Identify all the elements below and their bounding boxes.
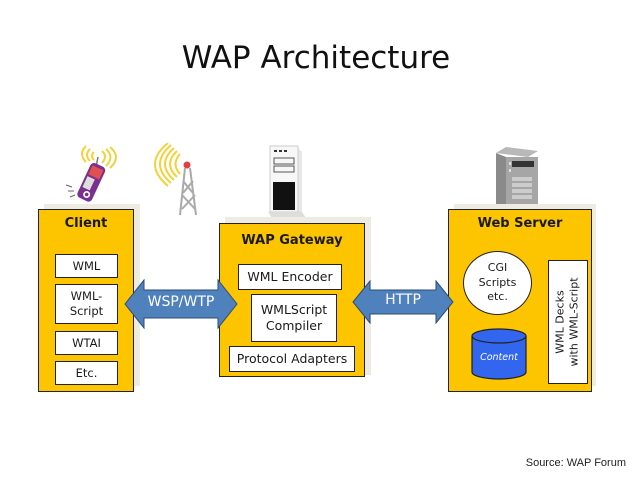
wmlscript-compiler-box: WMLScript Compiler <box>251 294 337 342</box>
protocol-adapters-box: Protocol Adapters <box>229 346 355 372</box>
gateway-title: WAP Gateway <box>241 233 343 248</box>
client-panel: Client WML WML- Script WTAI Etc. <box>38 209 134 392</box>
compiler-line-1: WMLScript <box>260 301 328 317</box>
decks-line-2: with WML-Script <box>568 277 581 367</box>
content-database-icon <box>471 328 527 380</box>
cgi-scripts-circle: CGI Scripts etc. <box>463 251 532 315</box>
compiler-line-2: Compiler <box>265 318 323 333</box>
gateway-server-icon <box>268 145 306 218</box>
wml-encoder-box: WML Encoder <box>238 264 342 290</box>
client-item-wml: WML <box>55 254 118 278</box>
http-label: HTTP <box>385 292 421 308</box>
web-server-icon <box>496 147 538 213</box>
decks-line-1: WML Decks <box>553 290 567 354</box>
client-item-wtai: WTAI <box>55 331 118 355</box>
page-title: WAP Architecture <box>181 40 451 76</box>
webserver-panel: Web Server CGI Scripts etc. Content WML … <box>448 209 592 392</box>
cellphone-icon <box>65 145 117 202</box>
wml-decks-label: WML Decks with WML-Script <box>554 277 583 366</box>
gateway-panel: WAP Gateway WML Encoder WMLScript Compil… <box>219 223 365 377</box>
cgi-line-1: CGI <box>487 260 508 274</box>
client-item-wmlscript: WML- Script <box>55 284 118 324</box>
webserver-title: Web Server <box>477 216 563 231</box>
source-credit: Source: WAP Forum <box>525 457 626 469</box>
wml-decks-box: WML Decks with WML-Script <box>548 260 588 384</box>
client-title: Client <box>64 216 108 231</box>
http-arrow <box>352 280 454 324</box>
cgi-line-3: etc. <box>487 290 508 304</box>
cgi-line-2: Scripts <box>478 275 517 289</box>
radio-tower-icon <box>154 143 197 216</box>
client-item-etc: Etc. <box>55 361 118 385</box>
wsp-wtp-label: WSP/WTP <box>147 294 215 310</box>
wsp-wtp-arrow <box>124 279 238 329</box>
content-label: Content <box>480 352 518 363</box>
